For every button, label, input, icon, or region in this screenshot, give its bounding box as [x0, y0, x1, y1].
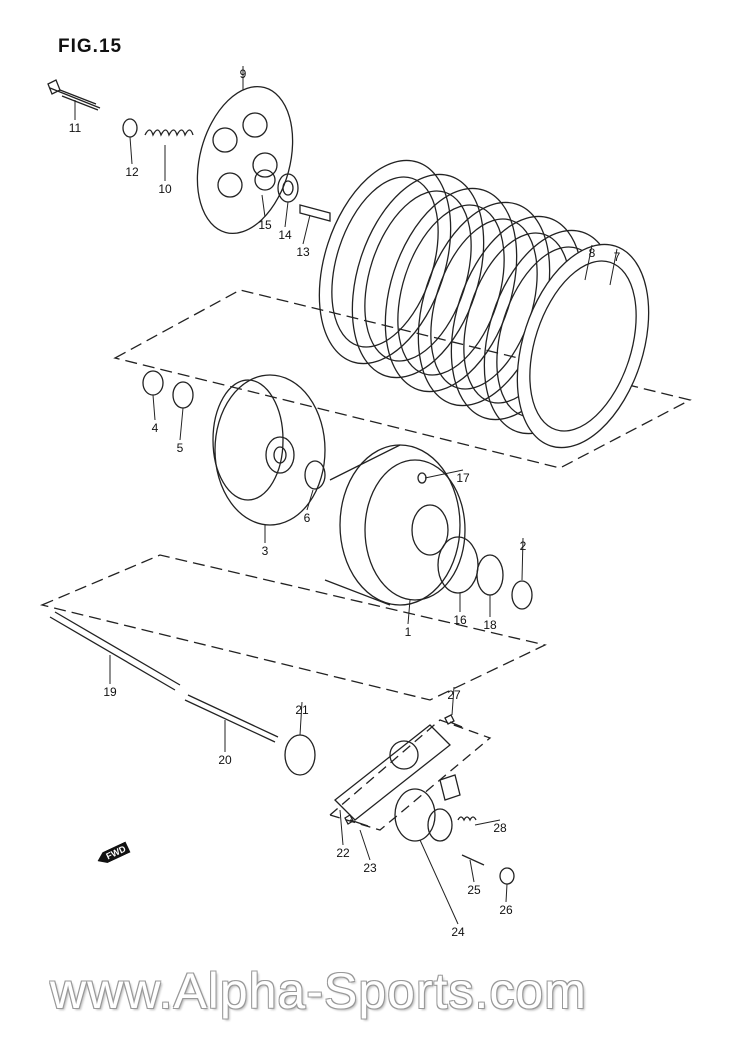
part-label-2: 2 — [520, 539, 527, 553]
leader-line — [179, 407, 184, 441]
circlip — [476, 554, 504, 596]
part-label-21: 21 — [295, 703, 309, 717]
pressure-plate — [196, 85, 294, 235]
leader-line — [451, 686, 455, 716]
gasket-hole — [389, 740, 419, 770]
drive-plate — [351, 173, 485, 379]
part-label-17: 17 — [456, 471, 470, 485]
washer — [122, 118, 138, 138]
part-label-8: 8 — [589, 246, 596, 260]
ball — [417, 472, 427, 484]
part-label-18: 18 — [483, 618, 497, 632]
part-label-14: 14 — [278, 228, 292, 242]
part-label-26: 26 — [499, 903, 513, 917]
bolt-thread — [59, 89, 99, 111]
leader-line — [306, 489, 314, 511]
thrust-washer — [304, 460, 326, 490]
assembly-outline-cover — [328, 719, 492, 831]
spring — [144, 129, 194, 137]
nut-2 — [499, 867, 515, 885]
primary-driven-gear-basket — [324, 444, 466, 606]
part-label-22: 22 — [336, 846, 350, 860]
clutch-release-cylinder — [394, 774, 461, 842]
part-label-9: 9 — [240, 67, 247, 81]
leader-line — [299, 701, 303, 736]
leader-line — [424, 469, 464, 479]
part-label-16: 16 — [453, 613, 467, 627]
leader-line — [359, 829, 371, 861]
thrust-washer-2 — [511, 580, 533, 610]
pushrod-short — [184, 694, 279, 743]
push-piece — [299, 204, 331, 222]
spring-2 — [457, 816, 477, 822]
part-label-11: 11 — [69, 121, 82, 135]
leader-line — [474, 819, 501, 826]
oil-seal — [284, 734, 316, 776]
gasket — [334, 724, 451, 821]
leader-line — [469, 859, 475, 883]
part-label-10: 10 — [158, 182, 172, 196]
leader-line — [505, 883, 508, 903]
part-label-15: 15 — [258, 218, 272, 232]
part-label-1: 1 — [405, 625, 412, 639]
part-label-20: 20 — [218, 753, 232, 767]
bearing-inner — [282, 180, 294, 196]
pushrod-long — [49, 611, 181, 691]
part-label-5: 5 — [177, 441, 184, 455]
leader-line — [584, 244, 593, 281]
leader-line — [152, 394, 156, 421]
assembly-outline-shaft — [39, 554, 547, 701]
part-label-3: 3 — [262, 544, 269, 558]
bolt — [47, 79, 101, 109]
clutch-plates-stack — [318, 159, 650, 449]
part-label-12: 12 — [125, 165, 139, 179]
screw-2 — [344, 814, 369, 827]
leader-line — [521, 537, 524, 581]
leader-line — [419, 839, 459, 925]
leader-line — [407, 599, 411, 625]
leader-line — [261, 194, 266, 218]
stud — [461, 854, 485, 866]
watermark: www.Alpha-Sports.com — [50, 963, 587, 1019]
lock-washer — [172, 381, 194, 409]
part-label-6: 6 — [304, 511, 311, 525]
leader-line — [129, 136, 133, 165]
part-label-28: 28 — [493, 821, 507, 835]
part-label-25: 25 — [467, 883, 481, 897]
clutch-sleeve-hub — [212, 374, 326, 526]
part-label-7: 7 — [614, 250, 621, 264]
leader-line — [339, 809, 344, 846]
leader-line — [302, 214, 311, 245]
figure-title: FIG.15 — [58, 36, 123, 57]
leader-line — [284, 201, 289, 228]
part-label-4: 4 — [152, 421, 159, 435]
bearing — [277, 173, 299, 203]
part-label-19: 19 — [103, 685, 117, 699]
driven-plate — [318, 159, 452, 365]
part-label-27: 27 — [447, 688, 461, 702]
leader-line — [609, 248, 618, 286]
driven-plate — [384, 187, 518, 393]
screw — [444, 714, 463, 728]
part-label-13: 13 — [296, 245, 310, 259]
assembly-outline-plates — [113, 289, 692, 469]
part-label-24: 24 — [451, 925, 465, 939]
nut — [142, 370, 164, 396]
driven-plate — [529, 260, 637, 432]
spacer — [437, 536, 479, 594]
part-label-23: 23 — [363, 861, 377, 875]
